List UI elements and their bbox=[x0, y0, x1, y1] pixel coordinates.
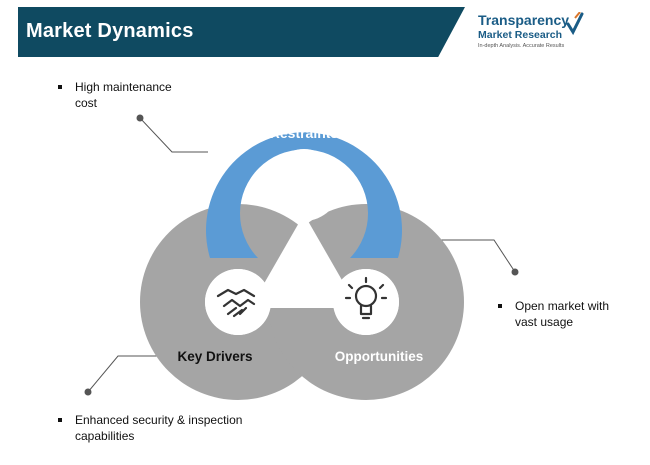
opportunities-label: Opportunities bbox=[335, 349, 424, 364]
brand-tagline: In-depth Analysis. Accurate Results bbox=[478, 43, 565, 49]
restraint-bullet-line1: High maintenance bbox=[75, 80, 172, 94]
header-banner bbox=[18, 7, 465, 57]
bullet-marker bbox=[58, 85, 62, 89]
brand-logo: Transparency Market Research In-depth An… bbox=[478, 12, 593, 58]
restraint-bullet-line2: cost bbox=[75, 96, 98, 110]
driver-bullet-line2: capabilities bbox=[75, 429, 135, 443]
connector-lines bbox=[84, 114, 519, 396]
driver-bullet-line1: Enhanced security & inspection bbox=[75, 413, 243, 427]
key-drivers-label: Key Drivers bbox=[177, 349, 252, 364]
page-title: Market Dynamics bbox=[26, 20, 194, 42]
brand-name-line2: Market Research bbox=[478, 29, 563, 41]
opportunity-bullet-line1: Open market with bbox=[515, 299, 610, 313]
handshake-icon bbox=[216, 288, 256, 318]
lightbulb-icon bbox=[344, 276, 388, 320]
brand-name-line1: Transparency bbox=[478, 12, 570, 28]
restraints-label: Restraints bbox=[270, 125, 339, 141]
checkmark-icon bbox=[566, 12, 584, 36]
bullet-marker bbox=[58, 418, 62, 422]
bullet-marker bbox=[498, 304, 502, 308]
opportunity-bullet-line2: vast usage bbox=[515, 315, 574, 329]
key-drivers-icon-circle bbox=[205, 269, 271, 335]
restraints-hole bbox=[268, 149, 340, 221]
restraints-ring bbox=[206, 132, 402, 258]
center-triangle bbox=[250, 214, 358, 308]
